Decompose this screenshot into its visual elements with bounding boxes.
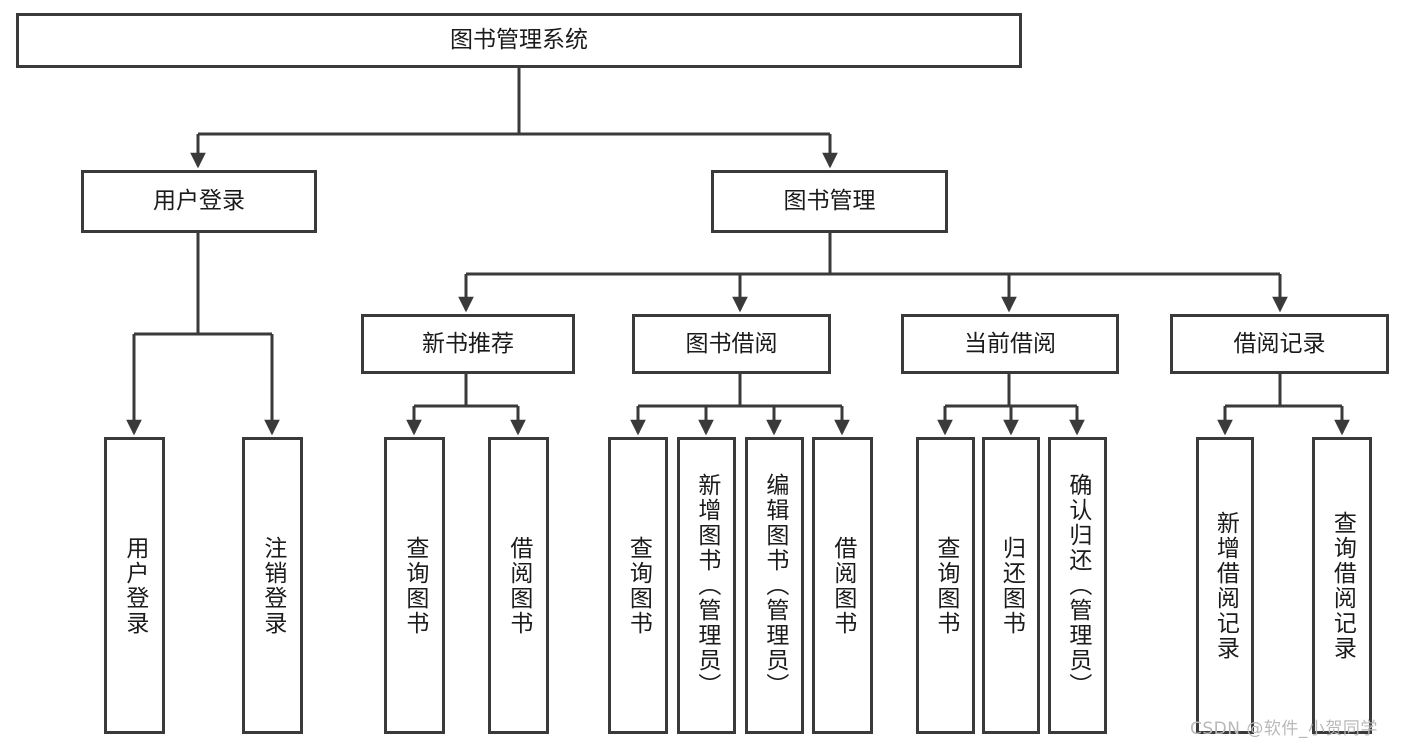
node-current-borrow[interactable]: 当前借阅 (901, 314, 1119, 374)
leaf-add-book-admin[interactable]: 新增图书（管理员） (677, 437, 736, 734)
leaf-query-book-current[interactable]: 查询图书 (916, 437, 975, 734)
leaf-query-book-borrow[interactable]: 查询图书 (608, 437, 668, 734)
leaf-edit-book-admin[interactable]: 编辑图书（管理员） (745, 437, 804, 734)
leaf-query-borrow-record[interactable]: 查询借阅记录 (1312, 437, 1372, 734)
node-book-management[interactable]: 图书管理 (711, 170, 948, 233)
node-book-borrow[interactable]: 图书借阅 (632, 314, 831, 374)
leaf-return-book[interactable]: 归还图书 (982, 437, 1040, 734)
leaf-query-book-recommend[interactable]: 查询图书 (384, 437, 445, 734)
node-borrow-record[interactable]: 借阅记录 (1170, 314, 1389, 374)
leaf-add-borrow-record[interactable]: 新增借阅记录 (1196, 437, 1254, 734)
node-user-login[interactable]: 用户登录 (81, 170, 317, 233)
node-new-book-recommend[interactable]: 新书推荐 (361, 314, 575, 374)
csdn-watermark: CSDN @软件_小贺同学 (1190, 719, 1378, 739)
leaf-borrow-book[interactable]: 借阅图书 (812, 437, 873, 734)
leaf-user-login[interactable]: 用户登录 (104, 437, 165, 734)
leaf-logout-login[interactable]: 注销登录 (242, 437, 303, 734)
node-root-book-management-system[interactable]: 图书管理系统 (16, 13, 1022, 68)
leaf-confirm-return-admin[interactable]: 确认归还（管理员） (1048, 437, 1107, 734)
leaf-borrow-book-recommend[interactable]: 借阅图书 (488, 437, 549, 734)
